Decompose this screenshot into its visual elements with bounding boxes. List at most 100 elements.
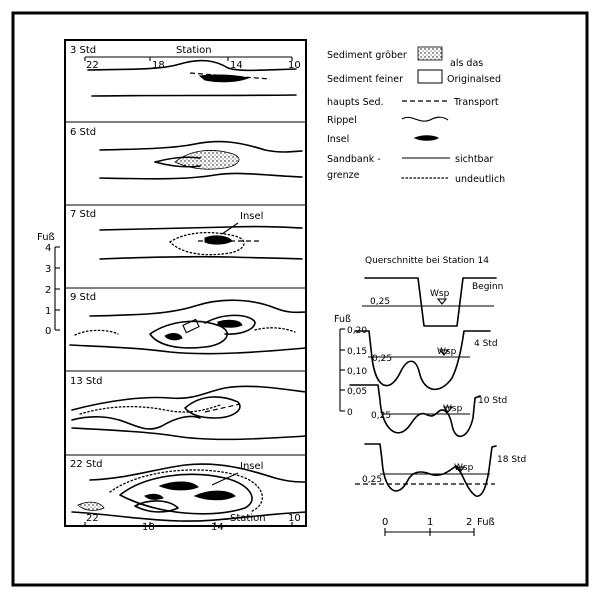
coarse-sediment-area: [77, 501, 105, 511]
station-tick-label: 18: [152, 60, 165, 71]
level-label: 0,25: [370, 297, 390, 307]
time-label: 18 Std: [497, 455, 526, 465]
time-label: 10 Std: [478, 396, 507, 406]
sandbank-outline: [119, 473, 253, 515]
panel-22-std: 22 Std Insel 22 18 14 10 Station: [70, 459, 307, 533]
channel-profile: [349, 384, 481, 437]
fine-sediment-area: [254, 327, 296, 333]
cross-section-4-std: Wsp 0,25 4 Std: [354, 330, 498, 391]
water-level-marker-icon: [454, 466, 466, 473]
channel-profile: [354, 330, 491, 391]
cross-axis-label: Fuß: [334, 314, 351, 325]
ripple-marker: [182, 318, 200, 334]
legend-original-label: Originalsed: [447, 74, 501, 85]
scale-tick: 1: [45, 306, 51, 317]
panel-13-std: 13 Std: [70, 376, 307, 441]
water-level-marker-icon: [438, 349, 450, 356]
time-label: Beginn: [472, 282, 503, 292]
scale-unit: Fuß: [477, 517, 495, 528]
cross-axis-tick: 0,15: [347, 347, 367, 357]
coarse-sediment-area: [174, 150, 240, 170]
island-shape: [193, 490, 236, 501]
sandbank-outline: [154, 156, 201, 168]
panel-label: 13 Std: [70, 376, 103, 387]
bank-upper: [89, 299, 307, 317]
level-label: 0,25: [371, 411, 391, 421]
station-tick-label: 22: [86, 513, 99, 524]
legend-transport-label: Transport: [453, 97, 499, 108]
station-title: Station: [230, 513, 266, 524]
scale-tick: 2: [45, 285, 51, 296]
panel-label: 9 Std: [70, 292, 96, 303]
station-tick-label: 14: [230, 60, 243, 71]
bank-upper: [87, 59, 297, 72]
water-level-label: Wsp: [454, 463, 474, 473]
island-shape: [217, 319, 243, 328]
bank-lower: [69, 344, 307, 355]
legend-sandbank-label-2: grenze: [327, 170, 360, 181]
panel-9-std: 9 Std: [69, 292, 307, 355]
water-level-marker-icon: [436, 298, 448, 305]
panels-box: [64, 39, 307, 527]
cross-section-18-std: Wsp 0,25 18 Std: [355, 443, 526, 497]
plan-view-panels: 3 Std Station 22 18 14 10 6 Std 7 S: [64, 39, 307, 533]
panel-label: 3 Std: [70, 45, 96, 56]
bank-upper: [99, 225, 303, 231]
station-tick-label: 22: [86, 60, 99, 71]
water-level-label: Wsp: [437, 347, 457, 357]
cross-axis-tick: 0: [347, 408, 353, 418]
legend-coarse-label-2: als das: [450, 58, 483, 69]
cross-section-10-std: Wsp 0,25 10 Std: [349, 384, 507, 437]
fine-sediment-area: [74, 329, 119, 336]
legend-indistinct-label: undeutlich: [455, 174, 505, 185]
water-level-marker-icon: [442, 406, 454, 413]
sandbank-outline: [149, 320, 228, 349]
bank-upper: [99, 140, 303, 153]
island-shape: [158, 481, 199, 491]
station-tick-label: 10: [288, 513, 301, 524]
scale-tick: 0: [382, 517, 388, 528]
legend-fine-swatch: [417, 69, 443, 84]
scale-tick: 1: [427, 517, 433, 528]
cross-section-title: Querschnitte bei Station 14: [365, 256, 489, 266]
transport-line: [189, 72, 271, 80]
panel-6-std: 6 Std: [70, 127, 303, 180]
annotation-label: Insel: [240, 211, 263, 222]
cross-sections: Querschnitte bei Station 14 Fuß 0,20 0,1…: [334, 256, 526, 536]
level-label: 0,25: [362, 475, 382, 485]
island-shape: [164, 333, 183, 341]
panel-label: 6 Std: [70, 127, 96, 138]
legend-main-sed-label: haupts Sed.: [327, 97, 384, 108]
panel-3-std: 3 Std Station 22 18 14 10: [70, 45, 301, 97]
fine-sediment-area: [79, 404, 221, 415]
bank-upper: [71, 385, 307, 411]
bank-lower: [71, 511, 307, 522]
scale-tick: 3: [45, 264, 51, 275]
water-level-label: Wsp: [430, 289, 450, 299]
bank-upper: [89, 463, 307, 483]
fine-sediment-area: [168, 232, 245, 256]
scale-tick: 2: [466, 517, 472, 528]
panel-label: 7 Std: [70, 209, 96, 220]
legend-coarse-swatch: [417, 46, 443, 61]
horizontal-scale: 0 1 2 Fuß: [382, 517, 495, 536]
sandbank-outline: [71, 415, 201, 430]
station-tick-label: 14: [211, 522, 224, 533]
annotation-leader: [221, 222, 239, 235]
sandbank-outline: [204, 314, 256, 335]
island-shape: [204, 235, 233, 245]
fine-sediment-area: [109, 469, 263, 513]
sandbank-outline: [134, 500, 179, 513]
station-tick-label: 18: [142, 522, 155, 533]
scale-label: Fuß: [37, 232, 55, 243]
sandbank-outline: [184, 396, 241, 419]
legend-visible-label: sichtbar: [455, 154, 493, 165]
time-label: 4 Std: [474, 339, 498, 349]
legend-island-symbol: [413, 135, 440, 141]
transport-line: [204, 403, 241, 413]
cross-axis-tick: 0,10: [347, 367, 367, 377]
island-shape: [144, 493, 164, 500]
bank-lower: [91, 94, 297, 97]
panel-7-std: 7 Std Insel: [70, 209, 303, 260]
channel-profile: [364, 443, 497, 497]
